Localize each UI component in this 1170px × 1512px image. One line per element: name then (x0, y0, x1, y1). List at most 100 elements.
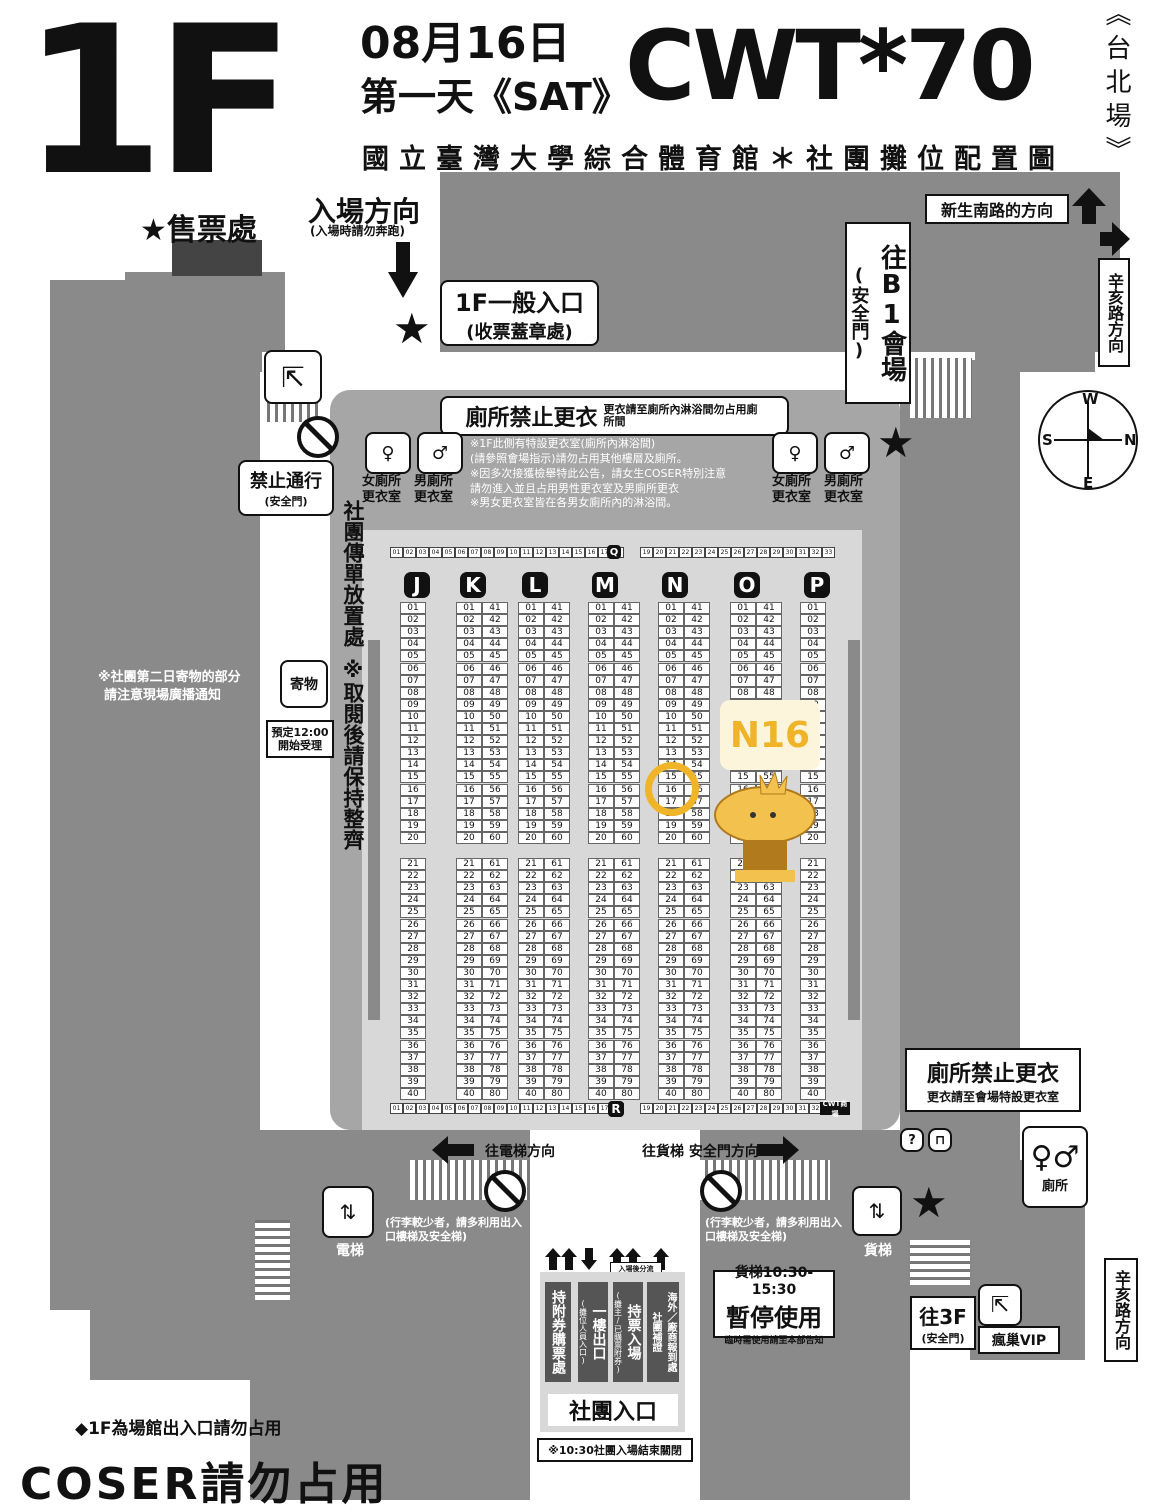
male-wc-icon-right: ♂ (824, 432, 870, 474)
booth-l-24: 24 (518, 894, 544, 907)
b1-star-icon: ★ (877, 418, 915, 467)
freight-stop-note: 臨時需使用請至本部告知 (724, 1336, 824, 1346)
booth-l-2: 02 (518, 614, 544, 627)
booth-m-71: 71 (614, 979, 640, 991)
booth-m-77: 77 (614, 1051, 640, 1064)
booth-o-3: 03 (730, 626, 756, 639)
booth-j-23: 23 (400, 882, 426, 895)
booth-l-9: 09 (518, 698, 544, 711)
storage-time: 預定12:00開始受理 (266, 720, 334, 758)
booth-l-33: 33 (518, 1003, 544, 1016)
row-r-marker: R (608, 1101, 624, 1117)
booth-p-33: 33 (800, 1003, 826, 1016)
lane-2-label: 一樓出口 (590, 1304, 607, 1360)
info-question-icon: ? (900, 1128, 924, 1152)
booth-n-5: 05 (658, 650, 684, 663)
lane-5-label: 海外／廠商報到處 (665, 1292, 676, 1372)
booth-l-61: 61 (544, 858, 570, 870)
booth-o-70: 70 (756, 966, 782, 979)
booth-m-15: 15 (588, 771, 614, 784)
booth-j-32: 32 (400, 991, 426, 1004)
booth-k-6: 06 (456, 662, 482, 675)
freight-stop-box: 貨梯10:30-15:30 暫停使用 臨時需使用請至本部告知 (713, 1265, 835, 1346)
flyer-label: 社團傳單放置處 (341, 500, 365, 647)
booth-n-21: 21 (658, 858, 684, 870)
booth-k-33: 33 (456, 1003, 482, 1016)
booth-k-71: 71 (482, 979, 508, 991)
booth-l-80: 80 (544, 1087, 570, 1100)
booth-m-4: 04 (588, 638, 614, 651)
booth-j-24: 24 (400, 894, 426, 907)
booth-n-36: 36 (658, 1039, 684, 1052)
booth-o-78: 78 (756, 1063, 782, 1076)
booth-o-64: 64 (756, 894, 782, 907)
booth-n-31: 31 (658, 979, 684, 991)
booth-k-23: 23 (456, 882, 482, 895)
booth-o-31: 31 (730, 979, 756, 991)
booth-m-46: 46 (614, 662, 640, 675)
to-3f-sub: (安全門) (921, 1331, 965, 1345)
flyer-note: ※取閱後請保持整齊 (341, 658, 365, 850)
booth-k-21: 21 (456, 858, 482, 870)
lane-3: 持票入場 (攤主/已購票附券) (613, 1282, 643, 1382)
row-booth: 20 (653, 1103, 666, 1114)
elevator-label: 電梯 (336, 1243, 364, 1259)
booth-k-14: 14 (456, 759, 482, 772)
booth-j-20: 20 (400, 831, 426, 844)
booth-k-34: 34 (456, 1015, 482, 1028)
row-booth: 04 (429, 1103, 442, 1114)
booth-n-12: 12 (658, 735, 684, 748)
booth-m-37: 37 (588, 1051, 614, 1064)
booth-n-76: 76 (684, 1039, 710, 1052)
booth-n-9: 09 (658, 698, 684, 711)
booth-p-15: 15 (800, 771, 826, 784)
booth-n-3: 03 (658, 626, 684, 639)
booth-k-78: 78 (482, 1063, 508, 1076)
female-wc-icon-right: ♀ (772, 432, 818, 474)
booth-n-53: 53 (684, 747, 710, 760)
booth-m-25: 25 (588, 906, 614, 919)
booth-o-46: 46 (756, 662, 782, 675)
booth-j-28: 28 (400, 942, 426, 955)
compass: W E S N (1036, 388, 1140, 492)
floor-title: 1F (22, 0, 295, 221)
booth-o-4: 04 (730, 638, 756, 651)
booth-j-12: 12 (400, 735, 426, 748)
info-desk-icon: ⊓ (928, 1128, 952, 1152)
wc-male-right-label: 男廁所更衣室 (824, 474, 864, 505)
booth-m-14: 14 (588, 759, 614, 772)
booth-m-28: 28 (588, 942, 614, 955)
booth-j-37: 37 (400, 1051, 426, 1064)
to-freight-label: 往貨梯 安全門方向 (642, 1144, 759, 1160)
booth-o-27: 27 (730, 930, 756, 943)
booth-n-78: 78 (684, 1063, 710, 1076)
booth-k-32: 32 (456, 991, 482, 1004)
booth-m-44: 44 (614, 638, 640, 651)
booth-n-73: 73 (684, 1003, 710, 1016)
booth-o-63: 63 (756, 882, 782, 895)
booth-j-27: 27 (400, 930, 426, 943)
emergency-exit-icon: ⇱ (264, 350, 322, 404)
booth-l-26: 26 (518, 918, 544, 931)
booth-m-6: 06 (588, 662, 614, 675)
booth-l-34: 34 (518, 1015, 544, 1028)
booth-o-30: 30 (730, 966, 756, 979)
no-pass-box: 禁止通行 (安全門) (238, 460, 334, 516)
booth-k-4: 04 (456, 638, 482, 651)
booth-l-57: 57 (544, 795, 570, 808)
booth-n-27: 27 (658, 930, 684, 943)
right-no-change-box: 廁所禁止更衣 更衣請至會場特設更衣室 (905, 1048, 1081, 1112)
booth-k-66: 66 (482, 918, 508, 931)
booth-n-77: 77 (684, 1051, 710, 1064)
booth-o-25: 25 (730, 906, 756, 919)
booth-l-35: 35 (518, 1027, 544, 1040)
booth-m-60: 60 (614, 831, 640, 844)
booth-n-8: 08 (658, 686, 684, 699)
notice-line-5: ※男女更衣室皆在各男女廁所內的淋浴間。 (470, 496, 678, 510)
booth-k-35: 35 (456, 1027, 482, 1040)
booth-n-38: 38 (658, 1063, 684, 1076)
booth-m-53: 53 (614, 747, 640, 760)
row-booth: 15 (572, 547, 585, 558)
booth-k-46: 46 (482, 662, 508, 675)
booth-m-27: 27 (588, 930, 614, 943)
